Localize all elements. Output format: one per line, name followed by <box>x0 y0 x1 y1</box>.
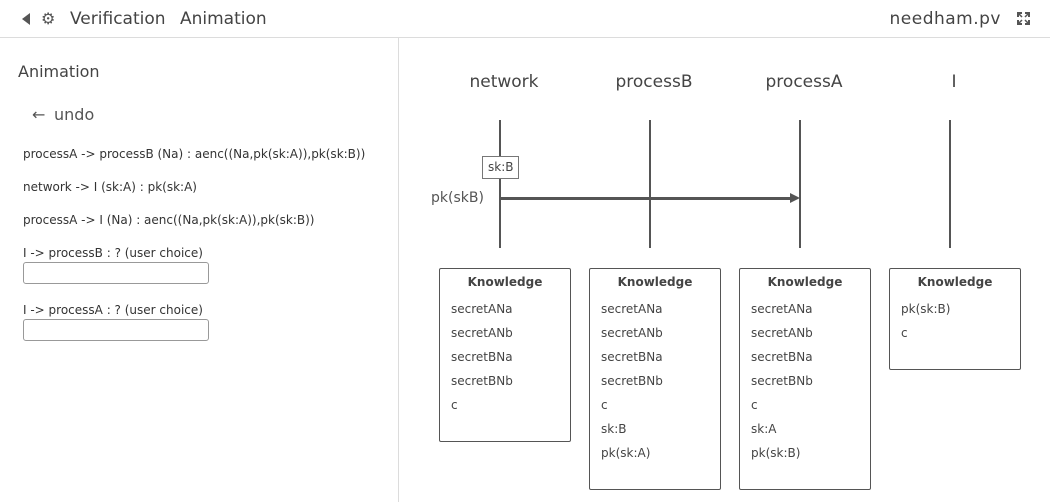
knowledge-item: sk:A <box>751 422 777 436</box>
tab-verification[interactable]: Verification <box>70 9 166 29</box>
step-item: I -> processA : ? (user choice) <box>23 303 203 317</box>
knowledge-item: c <box>751 398 758 412</box>
panel-heading: Animation <box>18 62 100 81</box>
knowledge-item: secretBNb <box>751 374 813 388</box>
step-item: network -> I (sk:A) : pk(sk:A) <box>23 180 197 194</box>
tab-animation[interactable]: Animation <box>180 9 267 29</box>
process-name-processB: processB <box>615 72 693 92</box>
undo-label: undo <box>54 105 95 124</box>
file-name: needham.pv <box>889 9 1001 29</box>
knowledge-box-processB: Knowledge secretANa secretANb secretBNa … <box>589 268 721 490</box>
message-label: pk(skB) <box>431 190 484 206</box>
knowledge-box-I: Knowledge pk(sk:B) c <box>889 268 1021 370</box>
knowledge-title: Knowledge <box>467 275 543 289</box>
knowledge-item: c <box>451 398 458 412</box>
knowledge-box-network: Knowledge secretANa secretANb secretBNa … <box>439 268 571 442</box>
knowledge-title: Knowledge <box>917 275 993 289</box>
lifeline-processB <box>649 120 651 248</box>
knowledge-title: Knowledge <box>617 275 693 289</box>
knowledge-box-processA: Knowledge secretANa secretANb secretBNa … <box>739 268 871 490</box>
knowledge-item: secretBNb <box>451 374 513 388</box>
knowledge-item: c <box>901 326 908 340</box>
knowledge-item: pk(sk:B) <box>901 302 951 316</box>
knowledge-item: sk:B <box>601 422 627 436</box>
arrow-left-icon: ← <box>32 105 46 124</box>
knowledge-item: secretBNa <box>751 350 813 364</box>
top-bar: ⚙ Verification Animation needham.pv <box>0 0 1050 38</box>
knowledge-item: secretANb <box>601 326 663 340</box>
user-choice-input-processB[interactable] <box>23 262 209 284</box>
knowledge-item: secretANa <box>751 302 813 316</box>
knowledge-item: secretANa <box>451 302 513 316</box>
user-choice-input-processA[interactable] <box>23 319 209 341</box>
knowledge-item: pk(sk:B) <box>751 446 801 460</box>
lifeline-processA <box>799 120 801 248</box>
knowledge-item: secretANb <box>451 326 513 340</box>
caret-left-icon[interactable] <box>20 12 32 26</box>
gear-icon[interactable]: ⚙ <box>41 9 56 28</box>
knowledge-item: secretBNa <box>451 350 513 364</box>
process-name-I: I <box>951 72 957 92</box>
expand-icon[interactable] <box>1017 12 1030 25</box>
knowledge-item: secretANa <box>601 302 663 316</box>
animation-panel: Animation ← undo processA -> processB (Na… <box>0 38 399 502</box>
knowledge-item: secretBNb <box>601 374 663 388</box>
step-item: processA -> I (Na) : aenc((Na,pk(sk:A)),… <box>23 213 315 227</box>
knowledge-item: secretANb <box>751 326 813 340</box>
knowledge-item: c <box>601 398 608 412</box>
knowledge-item: pk(sk:A) <box>601 446 651 460</box>
undo-button[interactable]: ← undo <box>32 105 94 124</box>
step-item: processA -> processB (Na) : aenc((Na,pk(… <box>23 147 366 161</box>
lifeline-I <box>949 120 951 248</box>
knowledge-title: Knowledge <box>767 275 843 289</box>
process-name-processA: processA <box>765 72 843 92</box>
message-tag[interactable]: sk:B <box>482 156 520 179</box>
lifeline-network <box>499 120 501 248</box>
message-arrow-head <box>790 193 800 203</box>
process-name-network: network <box>469 72 539 92</box>
step-item: I -> processB : ? (user choice) <box>23 246 203 260</box>
knowledge-item: secretBNa <box>601 350 663 364</box>
message-arrow <box>500 197 792 200</box>
sequence-diagram: network processB processA I sk:B pk(skB)… <box>400 38 1050 502</box>
